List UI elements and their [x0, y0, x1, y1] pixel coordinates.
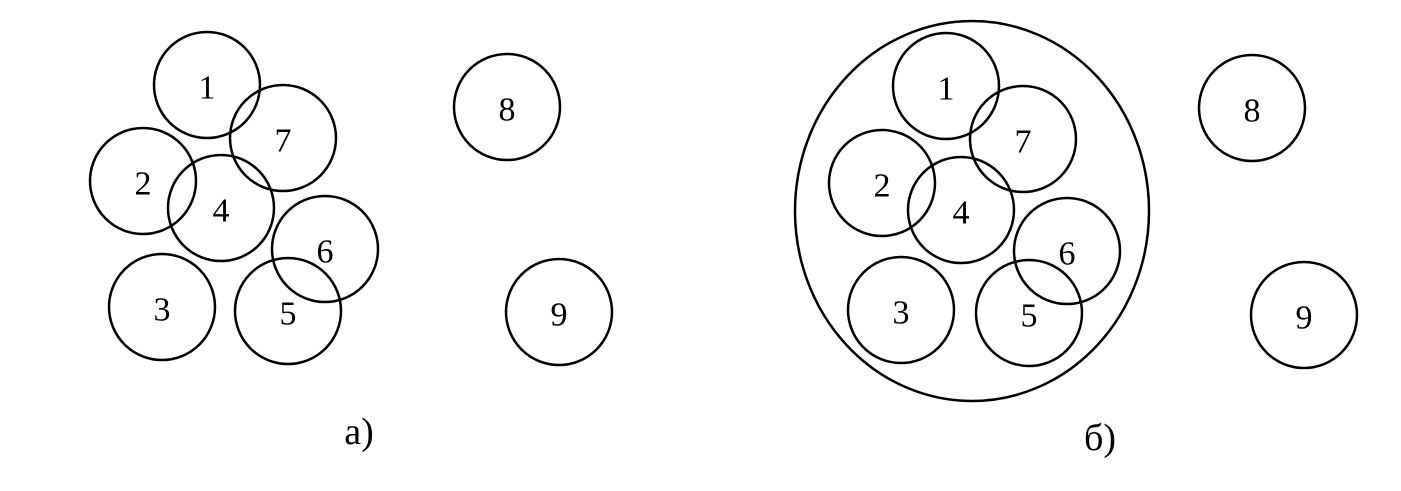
circle-label: 6 — [1059, 236, 1076, 273]
circle-node: 8 — [1197, 53, 1307, 163]
circle-node: 6 — [1012, 196, 1122, 306]
circle-node: 1 — [152, 30, 262, 140]
circle-label: 6 — [317, 234, 334, 271]
circle-label: 2 — [135, 166, 152, 203]
circle-node: 3 — [107, 252, 217, 362]
circle-label: 9 — [551, 297, 568, 334]
circle-node: 6 — [270, 194, 380, 304]
circle-label: 3 — [893, 295, 910, 332]
circle-label: 5 — [1021, 298, 1038, 335]
circle-node: 3 — [846, 255, 956, 365]
circle-node: 5 — [974, 258, 1084, 368]
panel-a: 1 7 2 4 6 3 5 8 — [88, 30, 614, 453]
circle-label: 1 — [938, 71, 955, 108]
panel-caption: б) — [1084, 417, 1116, 459]
circle-label: 7 — [275, 123, 292, 160]
circle-node: 9 — [504, 257, 614, 367]
circle-node: 2 — [88, 126, 198, 236]
circle-label: 2 — [874, 168, 891, 205]
circle-label: 9 — [1296, 300, 1313, 337]
circle-label: 7 — [1015, 124, 1032, 161]
circle-label: 8 — [1244, 93, 1261, 130]
panel-b: 1 7 2 4 6 3 5 8 — [793, 19, 1359, 459]
circle-label: 1 — [199, 70, 216, 107]
circle-node: 4 — [166, 153, 276, 263]
circle-node: 8 — [452, 52, 562, 162]
circle-node: 7 — [228, 83, 338, 193]
circle-label: 4 — [213, 193, 230, 230]
enclosing-set-circle — [793, 19, 1151, 403]
circle-label: 4 — [953, 195, 970, 232]
circle-label: 3 — [154, 292, 171, 329]
circle-label: 8 — [499, 92, 516, 129]
circle-node: 2 — [827, 128, 937, 238]
circle-node: 4 — [906, 155, 1016, 265]
panel-caption: а) — [344, 411, 374, 453]
circle-node: 7 — [968, 84, 1078, 194]
circle-node: 5 — [233, 256, 343, 366]
circle-label: 5 — [280, 296, 297, 333]
circle-node: 1 — [891, 31, 1001, 141]
circle-node: 9 — [1249, 260, 1359, 370]
